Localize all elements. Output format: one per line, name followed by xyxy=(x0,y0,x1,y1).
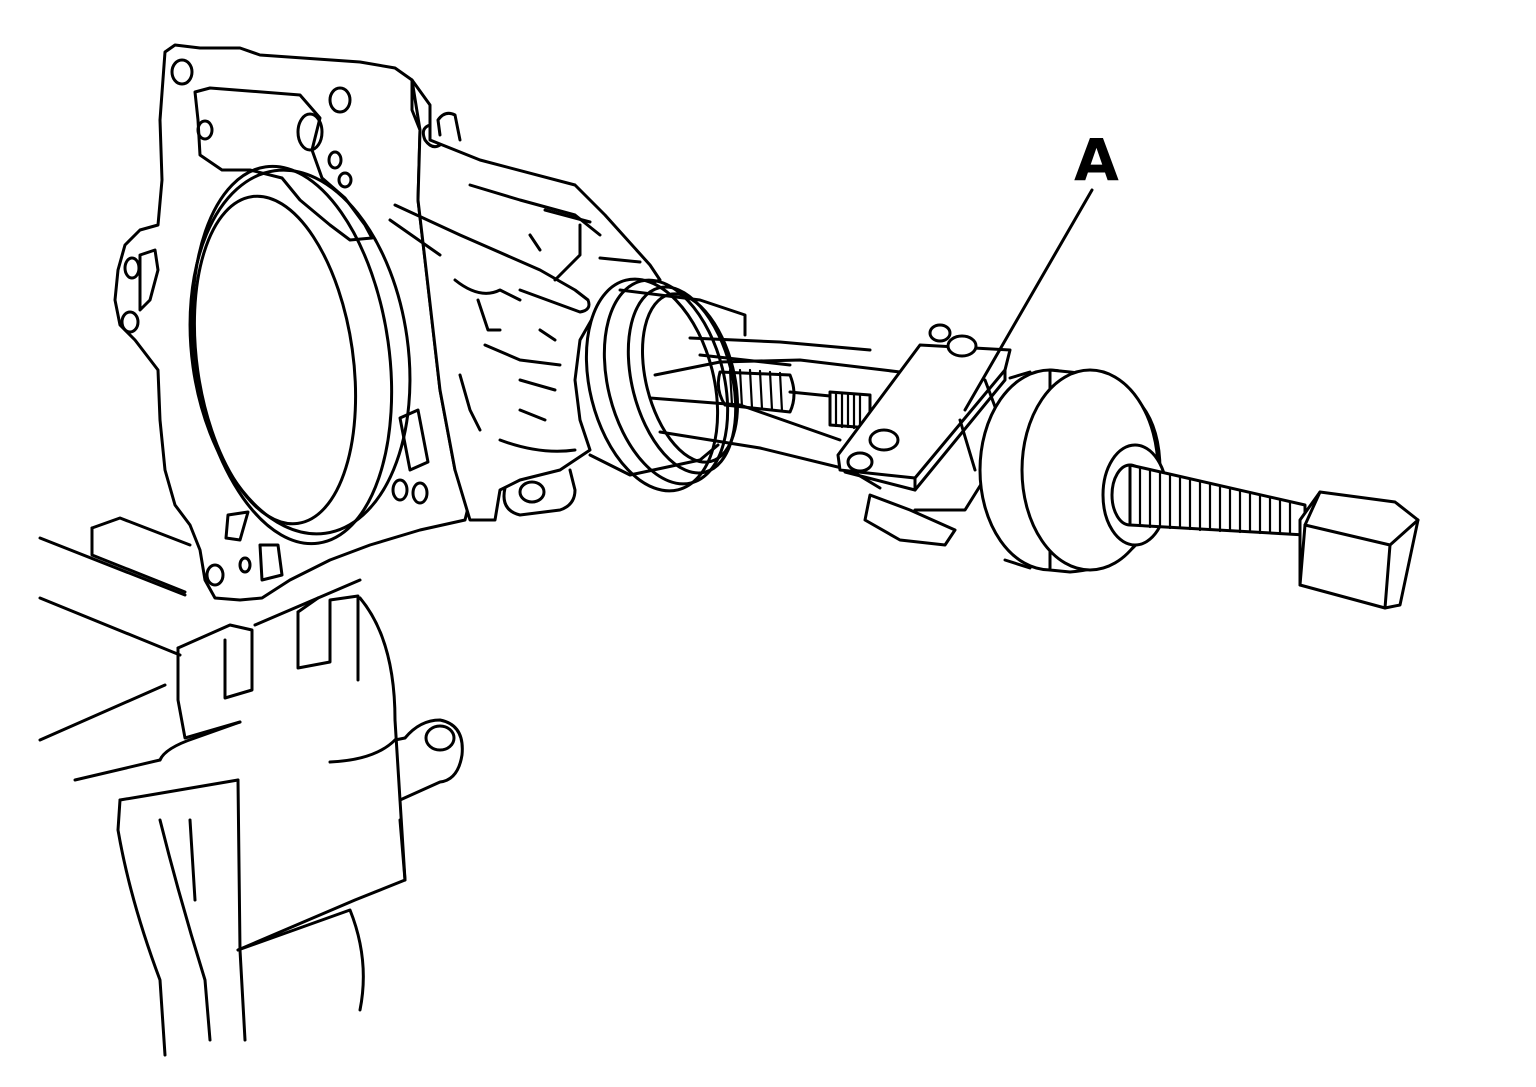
callout-a-leader-line xyxy=(963,188,1094,412)
callout-a-label: A xyxy=(1074,126,1119,194)
seal-puller-tool xyxy=(648,323,1420,610)
vise-and-bench xyxy=(38,516,464,1057)
transfer-case-housing-flange xyxy=(113,43,472,602)
extension-housing xyxy=(388,78,662,522)
callout-a: A xyxy=(963,126,1119,412)
output-seal-bore xyxy=(584,277,747,493)
